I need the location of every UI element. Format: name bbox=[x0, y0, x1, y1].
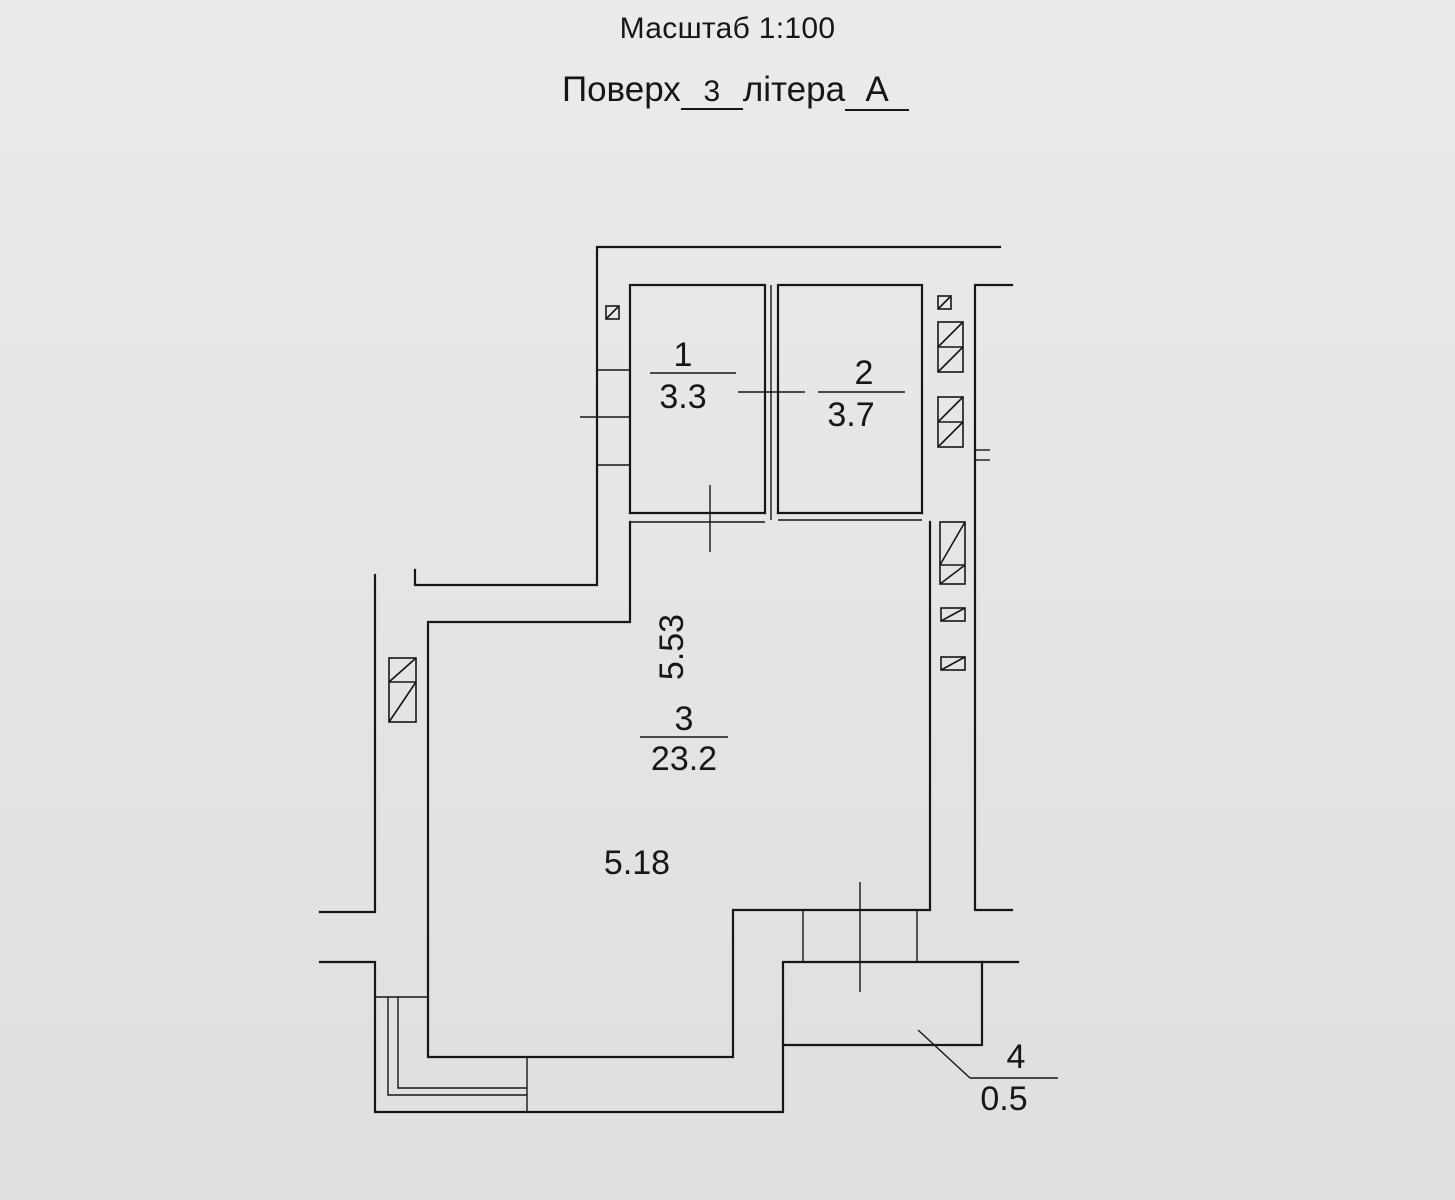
room-1-area: 3.3 bbox=[659, 378, 707, 416]
room-1-number: 1 bbox=[673, 336, 693, 374]
room-4-area: 0.5 bbox=[980, 1080, 1028, 1118]
scale-label: Масштаб 1:100 bbox=[0, 12, 1455, 46]
door-markers bbox=[580, 369, 990, 992]
room-2-area: 3.7 bbox=[827, 396, 875, 434]
letter-value: А bbox=[845, 71, 910, 111]
room-3-number: 3 bbox=[674, 700, 694, 738]
vent-shafts bbox=[388, 295, 966, 723]
letter-prefix: літера bbox=[742, 70, 846, 109]
room-3-length-dimension: 5.53 bbox=[653, 613, 691, 681]
room-3-walls bbox=[426, 520, 932, 1059]
scale-text: Масштаб 1:100 bbox=[619, 12, 836, 45]
room-3-width-dimension: 5.18 bbox=[603, 844, 671, 882]
label-fraction-bars bbox=[640, 372, 1058, 1079]
floor-value: 3 bbox=[680, 76, 743, 110]
room-3-area: 23.2 bbox=[650, 740, 718, 778]
stair-lines bbox=[375, 996, 528, 1112]
outer-walls bbox=[318, 245, 1020, 1114]
floor-prefix: Поверх bbox=[561, 70, 681, 109]
room-4-number: 4 bbox=[1006, 1038, 1026, 1076]
room-2-number: 2 bbox=[854, 354, 874, 392]
rooms-1-2-walls bbox=[628, 283, 924, 523]
room-4-walls bbox=[781, 910, 984, 1047]
